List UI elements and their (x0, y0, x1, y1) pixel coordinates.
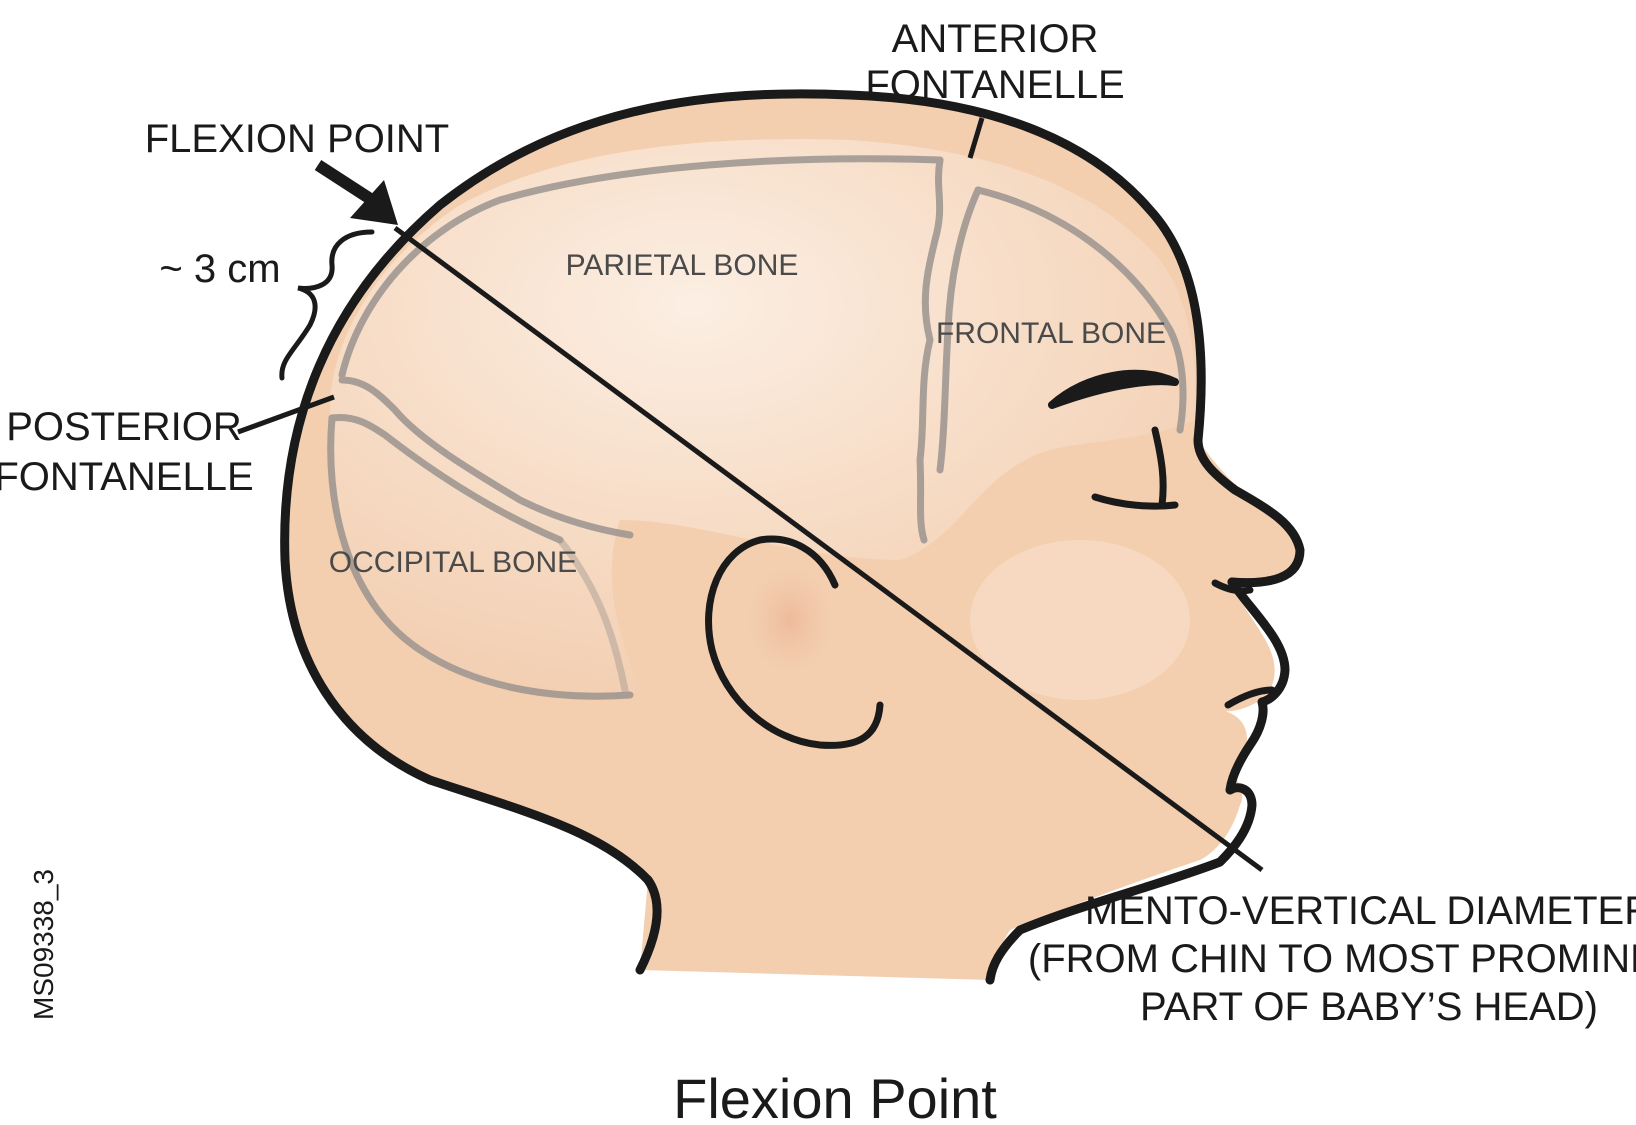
frontal-bone-label: FRONTAL BONE (936, 317, 1166, 350)
mento-vertical-diameter-desc-line2: PART OF BABY’S HEAD) (1140, 985, 1598, 1029)
parietal-bone-label: PARIETAL BONE (566, 249, 799, 282)
posterior-fontanelle-label-line2: FONTANELLE (0, 455, 254, 499)
mento-vertical-diameter-desc-line1: (FROM CHIN TO MOST PROMINENT (1028, 937, 1636, 981)
flexion-point-arrow-shaft (318, 165, 372, 200)
anterior-fontanelle-label-line2: FONTANELLE (865, 63, 1124, 107)
anterior-fontanelle-label-line1: ANTERIOR (892, 17, 1099, 61)
figure-caption: Flexion Point (673, 1067, 997, 1125)
posterior-fontanelle-label-line1: POSTERIOR (6, 405, 242, 449)
mento-vertical-diameter-title: MENTO-VERTICAL DIAMETER (1085, 889, 1636, 933)
figure-id: MS09338_3 (28, 869, 59, 1020)
flexion-point-label: FLEXION POINT (145, 117, 450, 161)
distance-label: ~ 3 cm (159, 247, 280, 291)
occipital-bone-label: OCCIPITAL BONE (329, 546, 577, 579)
